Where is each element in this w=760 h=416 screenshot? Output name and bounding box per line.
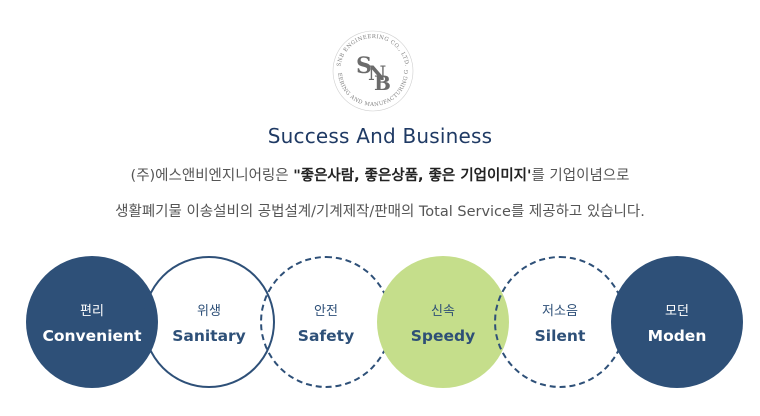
value-circle-moden: 모던 Moden [611, 256, 743, 388]
logo-letter-b: B [374, 71, 391, 95]
value-label-kr: 안전 [314, 303, 338, 319]
value-label-kr: 신속 [431, 303, 455, 319]
snb-logo-icon: SNB ENGINEERING CO., LTD. ENGINEERING AN… [330, 28, 414, 112]
service-description: 생활폐기물 이송설비의 공법설계/기계제작/판매의 Total Service를… [115, 204, 645, 220]
value-label-kr: 모던 [665, 303, 689, 319]
value-circle-silent: 저소음 Silent [494, 256, 626, 388]
intro-emphasis: "좋은사람, 좋은상품, 좋은 기업이미지' [293, 168, 532, 184]
value-label-en: Sanitary [172, 326, 246, 345]
intro-line: (주)에스앤비엔지니어링은 "좋은사람, 좋은상품, 좋은 기업이미지'를 기업… [0, 164, 760, 185]
value-circle-convenient: 편리 Convenient [26, 256, 158, 388]
logo-letter-n: N [368, 61, 386, 85]
value-label-en: Convenient [42, 326, 142, 345]
page-headline: Success And Business [267, 124, 493, 148]
value-label-kr: 위생 [197, 303, 221, 319]
intro-suffix: 를 기업이념으로 [531, 168, 630, 184]
value-label-kr: 편리 [80, 303, 104, 319]
value-label-en: Safety [297, 326, 355, 345]
value-circle-safety: 안전 Safety [260, 256, 392, 388]
value-label-kr: 저소음 [542, 303, 578, 319]
value-circle-sanitary: 위생 Sanitary [143, 256, 275, 388]
intro-prefix: (주)에스앤비엔지니어링은 [130, 168, 294, 184]
value-circle-speedy: 신속 Speedy [377, 256, 509, 388]
value-label-en: Moden [647, 326, 707, 345]
value-label-en: Speedy [410, 326, 476, 345]
company-logo: SNB ENGINEERING CO., LTD. ENGINEERING AN… [330, 28, 416, 114]
value-label-en: Silent [534, 326, 586, 345]
logo-letter-s: S [356, 53, 372, 79]
